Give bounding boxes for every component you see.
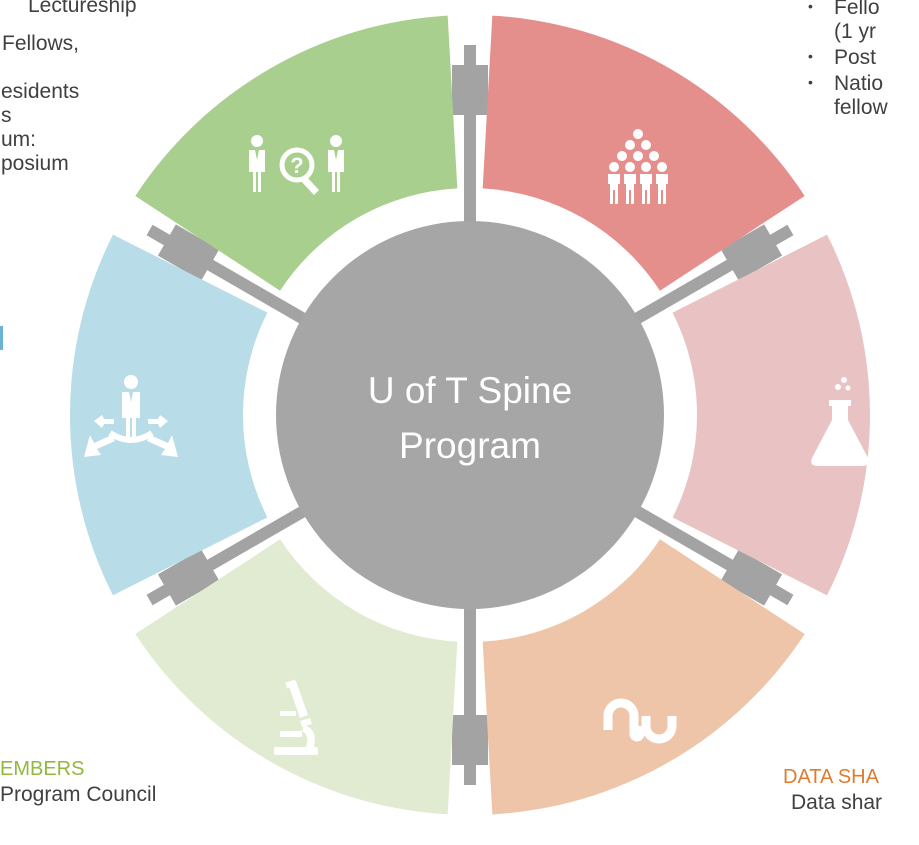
- left-text-line: um:: [1, 128, 37, 151]
- right-text-line: Fello: [834, 0, 880, 19]
- left-text-line: posium: [1, 152, 69, 175]
- right-text-line: Post: [834, 46, 877, 69]
- members-heading: EMBERS: [0, 758, 85, 780]
- segment-peach: [482, 539, 805, 815]
- left-text-line: esidents: [1, 80, 80, 103]
- members-block: EMBERS Program Council: [0, 757, 156, 807]
- segment-red: [482, 15, 805, 291]
- connector-arm: [452, 585, 488, 785]
- top-left-text: Lectureship Fellows, esidents s um: posi…: [0, 0, 137, 176]
- connector-arm: [146, 224, 326, 336]
- person-arrows-icon: [84, 375, 178, 457]
- flask-icon: [811, 377, 869, 466]
- connector-arm: [452, 45, 488, 245]
- connector-arm: [614, 494, 794, 606]
- connector-cap: [157, 549, 220, 606]
- connector-cap: [720, 549, 783, 606]
- data-sharing-block: DATA SHA Data shar: [783, 765, 882, 815]
- data-sharing-heading: DATA SHA: [783, 766, 879, 788]
- right-text-line: (1 yr: [834, 20, 876, 43]
- right-text-line: fellow: [834, 96, 888, 119]
- segment-blue: [70, 234, 268, 596]
- microscope-icon: [274, 679, 318, 755]
- connector-arms: [146, 45, 794, 785]
- data-sharing-line: Data shar: [791, 791, 883, 814]
- right-text-line: Natio: [834, 72, 884, 95]
- ring-segments: [70, 15, 870, 815]
- left-text-line: Fellows,: [2, 32, 80, 55]
- left-text-line: s: [1, 104, 12, 127]
- left-text-line: Lectureship: [28, 0, 137, 17]
- center-hub: [276, 221, 664, 609]
- top-right-text: Fello (1 yr Post Natio fellow: [808, 0, 888, 120]
- accent-mark: [0, 326, 3, 350]
- stumbleupon-icon: [603, 698, 677, 744]
- center-title-line2: Program: [399, 425, 541, 466]
- connector-arm: [614, 224, 794, 336]
- connector-arm: [146, 494, 326, 606]
- segment-pink: [672, 234, 870, 596]
- connector-cap: [452, 715, 488, 765]
- people-question-icon: ?: [249, 135, 344, 195]
- members-line: Program Council: [0, 783, 157, 806]
- center-title-line1: U of T Spine: [368, 370, 572, 411]
- connector-cap: [157, 224, 220, 281]
- segment-lightgreen: [135, 539, 458, 815]
- group-people-icon: [608, 129, 668, 204]
- connector-cap: [720, 224, 783, 281]
- segment-green: [135, 15, 458, 291]
- connector-cap: [452, 65, 488, 115]
- svg-text:?: ?: [290, 153, 303, 178]
